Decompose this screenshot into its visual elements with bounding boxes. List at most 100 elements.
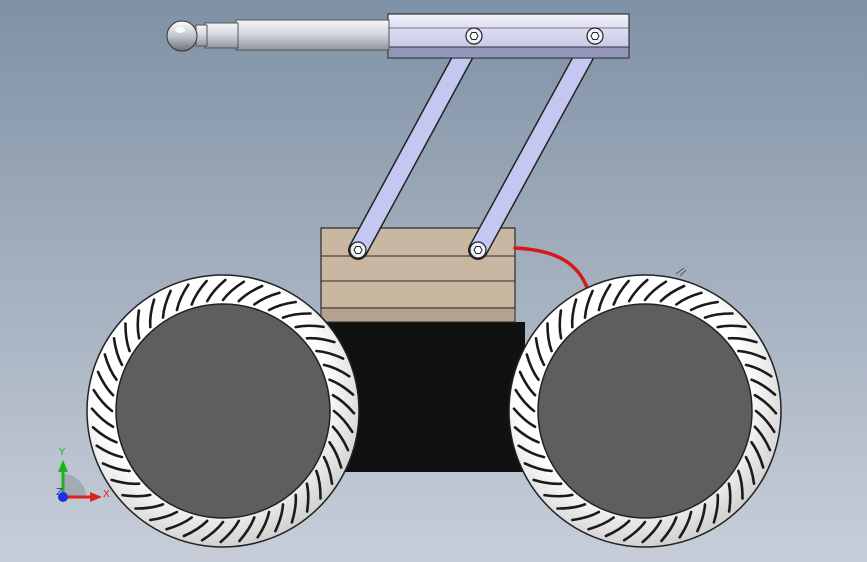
tire-tread-groove (546, 322, 553, 353)
tire-tread-groove (750, 378, 777, 396)
tire-tread-groove (148, 298, 156, 329)
parallel-link-right[interactable] (468, 26, 605, 260)
rod-tip[interactable] (166, 20, 198, 52)
tire-tread-groove (281, 312, 312, 319)
pivot-bolt-top-left[interactable] (465, 27, 483, 45)
tire-tread-groove (205, 278, 227, 303)
left-wheel[interactable] (86, 274, 360, 548)
tire-tread-groove (294, 324, 325, 329)
tire-tread-groove (604, 519, 631, 538)
tire-tread-groove (90, 407, 115, 429)
cable-sketch (675, 267, 687, 277)
triad-xy-arc-icon (63, 474, 86, 497)
tire-tread-groove (322, 455, 334, 485)
tire-tread-groove (689, 300, 719, 312)
tire-tread-groove (534, 337, 546, 367)
tire-tread-groove (571, 510, 601, 522)
tire-tread-groove (256, 510, 271, 539)
tire-tread-groove (305, 482, 310, 513)
tire-tread-groove (587, 516, 615, 531)
pivot-bolt-bottom-right[interactable] (469, 241, 487, 259)
tire-tread-groove (641, 519, 663, 544)
tire-tread-groove (134, 503, 165, 510)
tire-tread-groove (583, 289, 594, 319)
tire-tread-groove (753, 425, 772, 452)
tire-tread-groove (101, 462, 131, 473)
tire-tread-groove (696, 503, 707, 533)
tire-tread-groove (612, 279, 630, 306)
tire-tread-groove (328, 378, 355, 396)
tire-tread-groove (95, 444, 124, 459)
tire-tread-groove (175, 283, 190, 312)
tire-tread-groove (703, 312, 734, 319)
tire-tread-groove (556, 503, 587, 510)
extension-rod[interactable] (195, 19, 390, 51)
parallel-link-left[interactable] (348, 26, 484, 260)
tire-tread-groove (570, 298, 578, 329)
tire-tread-groove (290, 493, 298, 524)
tire-tread-groove (660, 516, 678, 543)
triad-y-label: Y (58, 447, 66, 458)
tire-tread-groove (112, 337, 124, 367)
tire-tread-groove (110, 478, 141, 486)
tire-tread-groove (643, 280, 668, 302)
tire-tread-groove (331, 393, 356, 415)
triad-z-label: Z (56, 487, 63, 498)
tire-tread-groove (237, 284, 264, 303)
tire-tread-groove (331, 425, 350, 452)
tire-tread-groove (238, 516, 256, 543)
tire-tread-groove (678, 510, 693, 539)
tire-tread-groove (190, 279, 208, 306)
tire-tread-groove (96, 370, 115, 397)
pivot-bolt-top-right[interactable] (586, 27, 604, 45)
tire-tread-groove (737, 349, 767, 360)
tire-tread-groove (322, 363, 351, 378)
tire-tread-groove (315, 349, 345, 360)
tire-tread-groove (712, 493, 720, 524)
triad-z-axis-icon (58, 492, 68, 502)
tire-tread-groove (274, 503, 285, 533)
tire-tread-groove (518, 370, 537, 397)
tire-tread-groove (727, 336, 758, 344)
pivot-bolt-bottom-left[interactable] (349, 241, 367, 259)
tire-tread-groove (622, 520, 647, 542)
tire-tread-groove (675, 291, 703, 306)
tire-tread-groove (305, 336, 336, 344)
tire-tread-groove (92, 388, 114, 413)
tire-tread-groove (532, 478, 563, 486)
tire-tread-groove (558, 309, 563, 340)
tire-tread-groove (221, 280, 246, 302)
tire-tread-groove (754, 409, 776, 434)
tire-tread-groove (200, 520, 225, 542)
tire-tread-groove (315, 469, 322, 500)
tire-tread-groove (328, 441, 343, 469)
tire-tread-groove (513, 426, 540, 444)
tire-tread-groove (161, 289, 172, 319)
tire-tread-groove (512, 407, 537, 429)
tire-tread-groove (525, 353, 540, 381)
tire-tread-groove (103, 353, 118, 381)
tire-tread-groove (91, 426, 118, 444)
tire-tread-groove (737, 469, 744, 500)
red-cable[interactable] (513, 246, 590, 292)
tire-tread-groove (182, 519, 209, 538)
tire-tread-groove (124, 322, 131, 353)
tire-tread-groove (543, 493, 574, 498)
tire-tread-groove (517, 444, 546, 459)
tire-tread-groove (627, 278, 649, 303)
tire-tread-groove (753, 393, 778, 415)
tire-tread-groove (219, 519, 241, 544)
tire-tread-groove (253, 291, 281, 306)
tire-tread-groove (523, 462, 553, 473)
triad-x-label: X (103, 489, 110, 500)
tire-tread-groove (727, 482, 732, 513)
tire-tread-groove (514, 388, 536, 413)
triad-x-arrow-icon (90, 492, 102, 502)
tire-tread-groove (659, 284, 686, 303)
tire-tread-groove (750, 441, 765, 469)
tire-tread-groove (149, 510, 179, 522)
right-wheel[interactable] (508, 274, 782, 548)
triad-y-arrow-icon (58, 460, 68, 472)
